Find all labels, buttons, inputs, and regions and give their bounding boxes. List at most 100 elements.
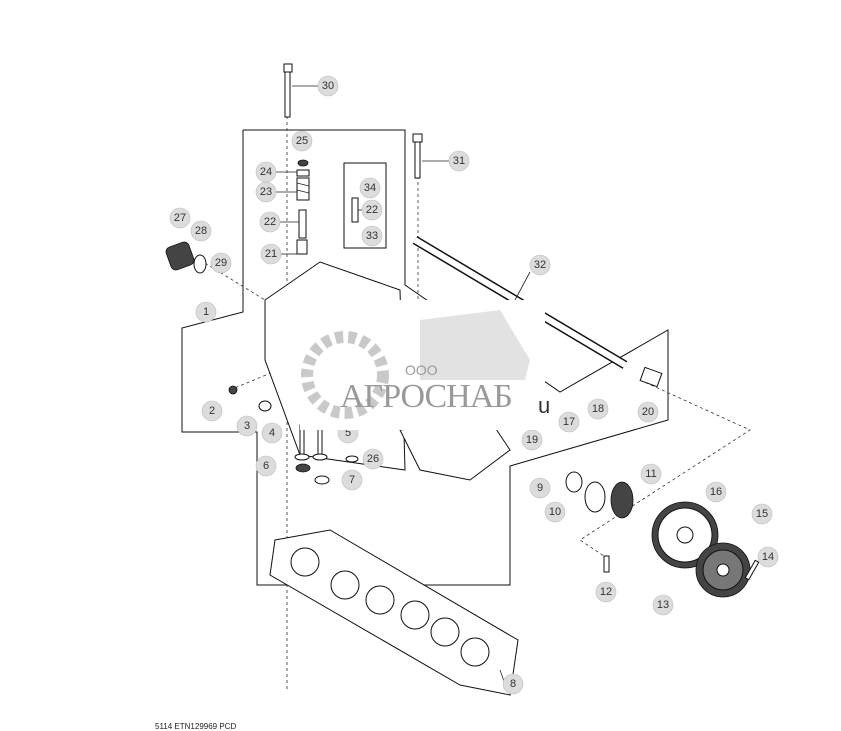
gear-logo-icon — [301, 310, 530, 419]
callout-circle — [587, 398, 609, 420]
callout-20: 20 — [637, 401, 659, 423]
callout-number: 34 — [364, 182, 376, 194]
callout-circle — [529, 477, 551, 499]
callout-circle — [558, 411, 580, 433]
callout-8: 8 — [502, 673, 524, 695]
callout-circle — [521, 429, 543, 451]
callout-10: 10 — [544, 501, 566, 523]
callout-circle — [751, 503, 773, 525]
callout-number: 15 — [756, 508, 768, 520]
bushing-20 — [639, 366, 663, 388]
gear-16 — [651, 501, 719, 569]
callout-circle — [640, 463, 662, 485]
callout-25: 25 — [291, 130, 313, 152]
callout-14: 14 — [757, 546, 779, 568]
cover-27 — [165, 241, 195, 271]
callout-circle — [260, 243, 282, 265]
callout-29: 29 — [210, 252, 232, 274]
callout-circle — [529, 254, 551, 276]
bolt-14 — [744, 559, 760, 581]
bolt-31 — [412, 133, 423, 179]
callout-24: 24 — [255, 161, 277, 183]
callout-number: 7 — [349, 474, 355, 486]
leader-lines — [276, 85, 531, 685]
callout-number: 3 — [244, 420, 250, 432]
callout-16: 16 — [705, 481, 727, 503]
callout-circle — [361, 199, 383, 221]
callout-number: 17 — [563, 416, 575, 428]
watermark-logo: ООО АГРОСНАБ u — [300, 300, 550, 430]
callout-number: 29 — [215, 257, 227, 269]
callout-number: 5 — [345, 427, 351, 439]
callout-circle — [317, 75, 339, 97]
o-ring-28 — [193, 254, 207, 274]
callout-number: 22 — [264, 216, 276, 228]
callout-11: 11 — [640, 463, 662, 485]
watermark-prefix: ООО — [405, 362, 438, 378]
callout-4: 4 — [261, 422, 283, 444]
callout-23: 23 — [255, 181, 277, 203]
gear-15 — [695, 542, 751, 598]
callout-number: 21 — [265, 248, 277, 260]
callout-circle — [255, 455, 277, 477]
callout-30: 30 — [317, 75, 339, 97]
callout-number: 16 — [710, 486, 722, 498]
callout-number: 30 — [322, 80, 334, 92]
bolt-30 — [283, 63, 293, 118]
callout-21: 21 — [260, 243, 282, 265]
callout-15: 15 — [751, 503, 773, 525]
callout-circle — [210, 252, 232, 274]
callout-circle — [201, 400, 223, 422]
callout-34: 34 — [359, 177, 381, 199]
callout-circle — [705, 481, 727, 503]
callout-31: 31 — [448, 150, 470, 172]
callout-number: 11 — [645, 468, 656, 480]
callout-number: 22 — [366, 204, 378, 216]
callout-circle — [362, 448, 384, 470]
callout-number: 1 — [203, 306, 209, 318]
callout-circle — [652, 594, 674, 616]
axis-line — [199, 259, 266, 301]
callout-circle — [361, 225, 383, 247]
callout-circle — [502, 673, 524, 695]
callout-circle — [448, 150, 470, 172]
callout-7: 7 — [341, 469, 363, 491]
callout-circle — [195, 301, 217, 323]
callout-number: 27 — [174, 212, 186, 224]
callout-2: 2 — [201, 400, 223, 422]
callout-number: 26 — [367, 453, 379, 465]
callout-circle — [291, 130, 313, 152]
callout-circle — [261, 422, 283, 444]
callout-number: 9 — [537, 482, 543, 494]
callout-number: 13 — [657, 599, 669, 611]
callout-number: 32 — [534, 259, 546, 271]
callout-number: 12 — [600, 586, 612, 598]
callout-number: 24 — [260, 166, 272, 178]
callout-circle — [595, 581, 617, 603]
watermark-suffix: u — [538, 393, 551, 418]
callout-number: 31 — [453, 155, 465, 167]
callout-33: 33 — [361, 225, 383, 247]
callout-27: 27 — [169, 207, 191, 229]
inset-box — [343, 162, 387, 249]
callout-number: 10 — [549, 506, 561, 518]
callout-1: 1 — [195, 301, 217, 323]
callout-number: 18 — [592, 403, 604, 415]
callout-circle — [544, 501, 566, 523]
callout-circle — [190, 220, 212, 242]
callout-17: 17 — [558, 411, 580, 433]
callout-circle — [236, 415, 258, 437]
callout-number: 23 — [260, 186, 272, 198]
gear-11-plate — [565, 471, 634, 519]
callout-12: 12 — [595, 581, 617, 603]
callout-13: 13 — [652, 594, 674, 616]
bolt-12 — [603, 555, 610, 573]
callout-9: 9 — [529, 477, 551, 499]
callout-22: 22 — [259, 211, 281, 233]
callout-18: 18 — [587, 398, 609, 420]
callout-number: 20 — [642, 406, 654, 418]
inset-guide — [351, 197, 359, 223]
callout-number: 33 — [366, 230, 378, 242]
callout-circle — [359, 177, 381, 199]
axis-line — [579, 379, 751, 561]
